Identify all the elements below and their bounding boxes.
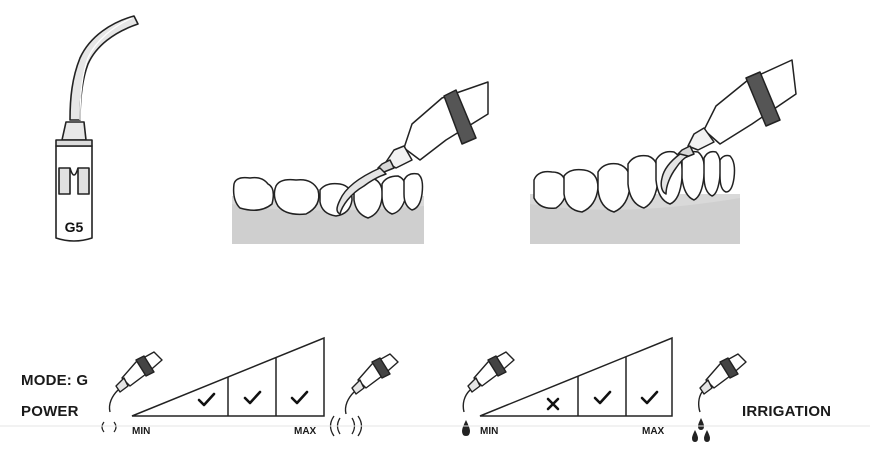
power-check-mark-2: [243, 390, 262, 405]
irrigation-level-marks: [546, 390, 659, 411]
water-drops-icon: [692, 418, 710, 442]
tip-code-label: G5: [65, 219, 84, 235]
power-check-mark-3: [290, 390, 309, 405]
irrigation-cross-mark-1: [546, 397, 560, 411]
power-gauge: [131, 336, 325, 417]
power-min-label: MIN: [132, 426, 151, 437]
jaw-illustration-left: [232, 172, 424, 244]
water-drop-icon: [462, 420, 470, 436]
power-level-marks: [197, 390, 309, 407]
power-max-handpiece-icon: [344, 353, 399, 415]
irrigation-check-mark-2: [593, 390, 612, 405]
power-check-mark-1: [197, 392, 216, 407]
irrigation-max-handpiece-icon: [697, 353, 747, 413]
power-max-label: MAX: [294, 426, 317, 437]
irrigation-min-label: MIN: [480, 426, 499, 437]
jaw-illustration-right: [530, 150, 740, 244]
irrigation-label: IRRIGATION: [742, 403, 832, 420]
power-label: POWER: [21, 403, 79, 420]
irrigation-check-mark-3: [640, 390, 659, 405]
irrigation-min-handpiece-icon: [462, 351, 515, 413]
handpiece-left: [336, 81, 489, 215]
handpiece-right: [660, 59, 797, 195]
power-min-handpiece-icon: [108, 351, 163, 413]
irrigation-gauge: [479, 336, 673, 417]
power-min-vibration-icon: [101, 421, 117, 433]
scaler-tip-illustration: [55, 15, 139, 242]
mode-label: MODE: G: [21, 372, 89, 389]
irrigation-max-label: MAX: [642, 426, 665, 437]
